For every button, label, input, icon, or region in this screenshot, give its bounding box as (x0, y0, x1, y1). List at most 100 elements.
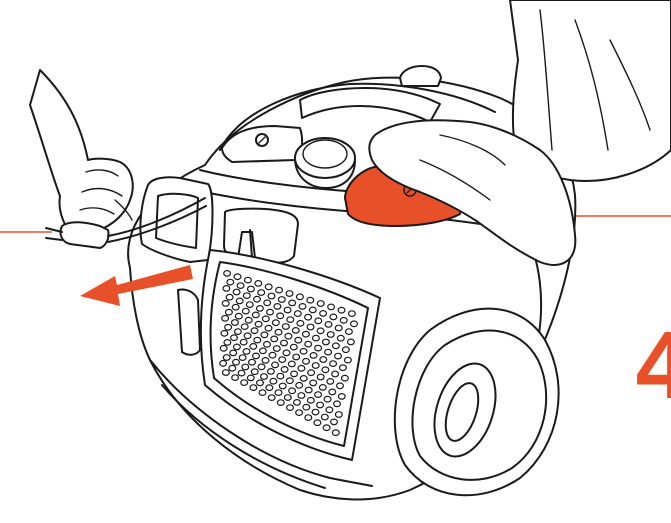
grille-hole (221, 331, 228, 337)
grille-hole (226, 294, 233, 300)
grille-hole (325, 349, 332, 355)
grille-hole (290, 344, 297, 350)
grille-hole (340, 365, 347, 371)
grille-hole (224, 340, 231, 346)
grille-hole (291, 371, 298, 377)
grille-hole (272, 320, 279, 326)
grille-hole (296, 410, 303, 416)
grille-hole (296, 383, 303, 389)
grille-hole (317, 301, 324, 307)
grille-hole (303, 359, 310, 365)
grille-hole (268, 395, 275, 401)
grille-hole (327, 332, 334, 338)
grille-hole (260, 348, 267, 354)
grille-hole (279, 383, 286, 389)
grille-hole (258, 290, 265, 296)
grille-hole (281, 367, 288, 373)
grille-hole (346, 329, 353, 335)
grille-hole (330, 314, 337, 320)
grille-hole (321, 414, 328, 420)
grille-hole (223, 355, 230, 361)
grille-hole (320, 357, 327, 363)
grille-hole (312, 409, 319, 415)
grille-hole (324, 396, 331, 402)
grille-hole (226, 309, 233, 315)
grille-hole (303, 331, 310, 337)
grille-hole (293, 354, 300, 360)
grille-hole (231, 335, 238, 341)
grille-hole (240, 339, 247, 345)
grille-hole (232, 320, 239, 326)
grille-hole (320, 311, 327, 317)
grille-hole (271, 336, 278, 342)
grille-hole (223, 286, 230, 292)
grille-hole (242, 308, 249, 314)
grille-hole (317, 402, 324, 408)
grille-hole (250, 385, 257, 391)
grille-hole (305, 387, 312, 393)
grille-hole (268, 293, 275, 299)
grille-hole (273, 346, 280, 352)
grille-hole (288, 361, 295, 367)
grille-hole (222, 316, 229, 322)
grille-hole (305, 415, 312, 421)
grille-hole (345, 357, 352, 363)
grille-hole (289, 388, 296, 394)
grille-hole (325, 322, 332, 328)
grille-hole (267, 309, 274, 315)
grille-hole (250, 344, 257, 350)
grille-hole (223, 370, 230, 376)
grille-hole (312, 363, 319, 369)
grille-hole (234, 274, 241, 280)
grille-hole (297, 294, 304, 300)
grille-hole (284, 395, 291, 401)
grille-hole (258, 364, 265, 370)
grille-hole (278, 297, 285, 303)
grille-hole (303, 404, 310, 410)
grille-hole (294, 400, 301, 406)
grille-hole (243, 349, 250, 355)
grille-hole (247, 375, 254, 381)
grille-hole (330, 361, 337, 367)
grille-hole (238, 370, 245, 376)
grille-hole (262, 358, 269, 364)
grille-hole (286, 291, 293, 297)
grille-hole (327, 379, 334, 385)
grille-hole (254, 337, 261, 343)
grille-hole (227, 279, 234, 285)
grille-hole (299, 304, 306, 310)
grille-hole (272, 362, 279, 368)
grille-hole (307, 297, 314, 303)
grille-hole (266, 385, 273, 391)
grille-hole (255, 321, 262, 327)
grille-hole (298, 366, 305, 372)
grille-hole (224, 271, 231, 277)
grille-hole (279, 357, 286, 363)
grille-hole (349, 311, 356, 317)
grille-hole (342, 375, 349, 381)
grille-hole (261, 374, 268, 380)
grille-hole (222, 301, 229, 307)
grille-hole (286, 378, 293, 384)
grille-hole (310, 380, 317, 386)
grille-hole (305, 314, 312, 320)
grille-hole (335, 353, 342, 359)
grille-hole (259, 390, 266, 396)
grille-hole (233, 359, 240, 365)
hand-unplugging-cord (30, 70, 133, 235)
grille-hole (297, 321, 304, 327)
grille-hole (317, 374, 324, 380)
grille-hole (289, 300, 296, 306)
grille-hole (295, 337, 302, 343)
grille-hole (275, 390, 282, 396)
grille-hole (331, 419, 338, 425)
grille-hole (343, 347, 350, 353)
grille-hole (315, 318, 322, 324)
grille-hole (248, 286, 255, 292)
grille-hole (232, 304, 239, 310)
grille-hole (315, 345, 322, 351)
grille-hole (322, 367, 329, 373)
grille-hole (229, 365, 236, 371)
grille-hole (239, 355, 246, 361)
